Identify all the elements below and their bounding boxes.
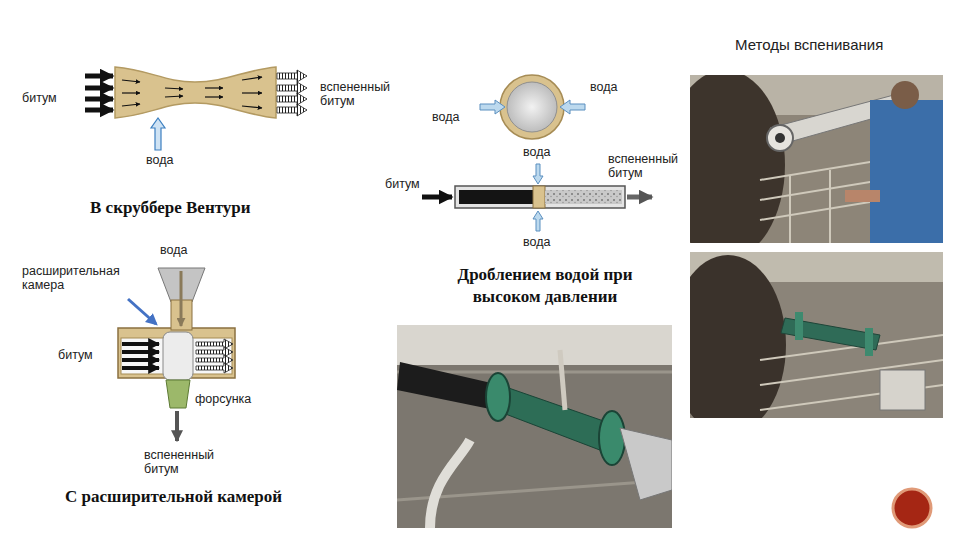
part-label: битум (58, 348, 93, 362)
part-label: вспененный битум (608, 152, 688, 181)
part-label: вода (523, 145, 550, 159)
part-label: форсунка (195, 392, 251, 406)
expansion-chamber-device (118, 268, 235, 441)
slide-title: Методы вспенивания (735, 36, 883, 53)
part-label: битум (385, 177, 420, 191)
part-label: вспененный битум (320, 80, 402, 109)
method-caption: С расширительной камерой (65, 486, 282, 508)
part-label: вода (590, 80, 617, 94)
part-label: битум (22, 91, 57, 105)
slide-badge (893, 489, 931, 527)
part-label: вода (146, 153, 173, 167)
photo-plant (690, 75, 943, 243)
method-caption: Дроблением водой при высоком давлении (430, 264, 660, 308)
part-label: вода (523, 235, 550, 249)
part-label: вода (160, 243, 187, 257)
part-label: расширительная камера (22, 264, 142, 293)
photo-plant (397, 325, 672, 528)
photo-plant (690, 252, 943, 418)
venturi-scrubber (85, 67, 307, 150)
method-caption: В скруббере Вентури (90, 197, 251, 219)
part-label: вспененный битум (144, 448, 226, 477)
part-label: вода (432, 110, 459, 124)
